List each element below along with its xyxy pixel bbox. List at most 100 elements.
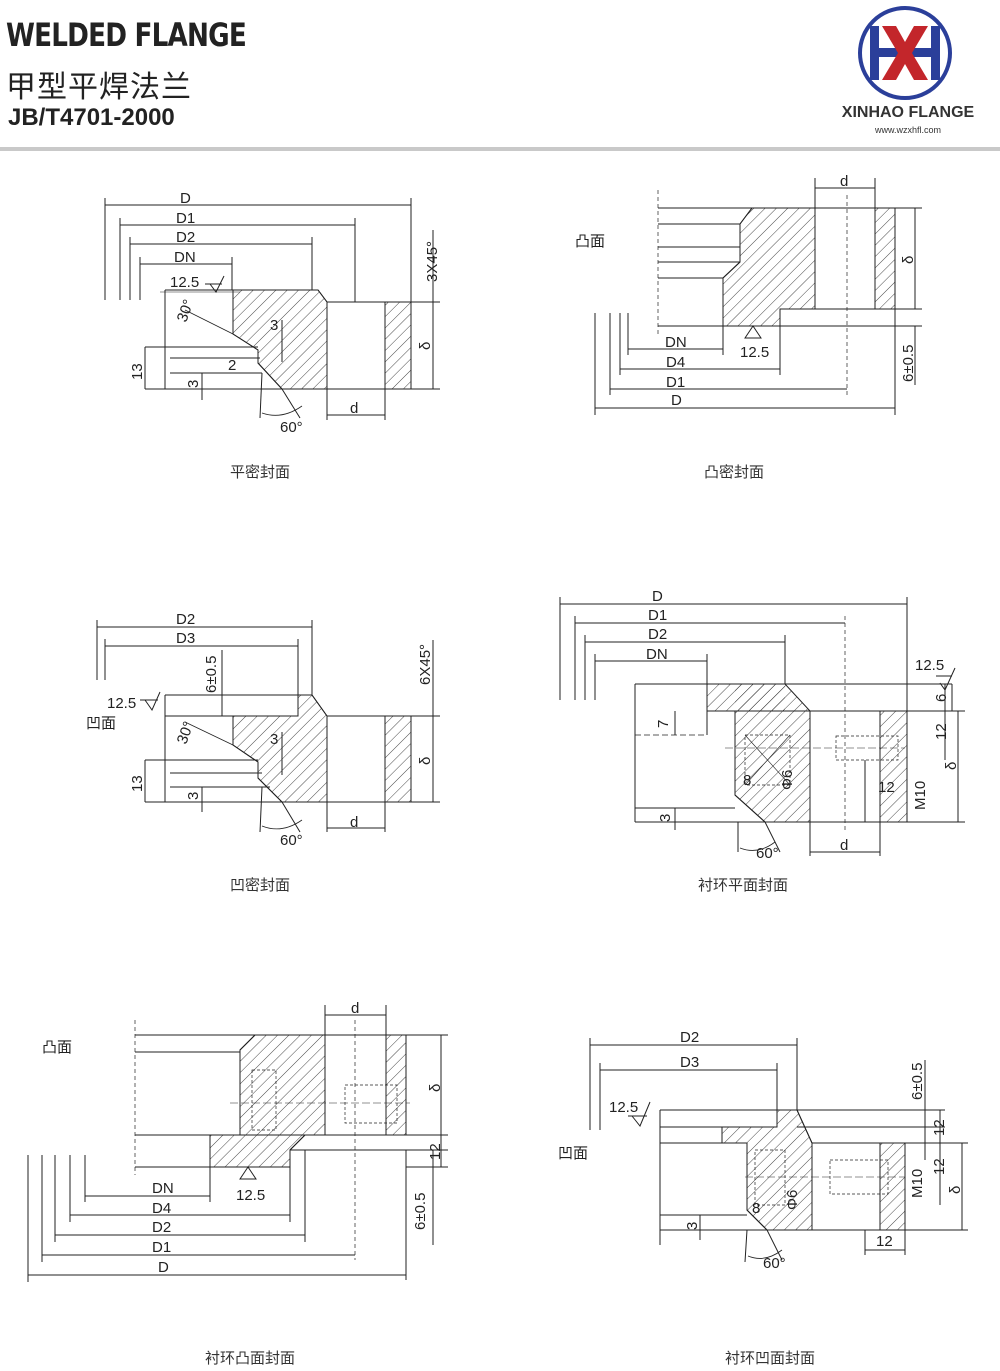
angle-30: 30° [174, 719, 198, 746]
angle-60: 60° [280, 419, 303, 436]
roughness-value: 12.5 [170, 274, 199, 291]
dim-6: 6±0.5 [203, 656, 220, 693]
dim-D2: D2 [176, 611, 195, 628]
dim-6: 6±0.5 [412, 1193, 429, 1230]
caption-flat-face: 平密封面 [229, 463, 290, 481]
dim-3: 3 [657, 814, 674, 822]
brand-name: XINHAO FLANGE [841, 104, 975, 121]
drawing-flat-face [104, 198, 440, 420]
angle-60: 60° [756, 845, 779, 862]
dim-D4: D4 [666, 354, 685, 371]
drawing-1-labels: D D1 D2 DN 12.5 d 60° 3 2 30° 13 3 3X45°… [129, 190, 441, 436]
dim-12c: 12 [931, 1158, 948, 1175]
chamfer-6x45: 6X45° [417, 644, 434, 685]
dim-d: d [350, 400, 358, 417]
drawing-lining-convex [27, 1005, 448, 1282]
dim-phi6: Φ6 [779, 770, 796, 790]
dim-6: 6 [933, 694, 950, 702]
roughness-value: 12.5 [915, 657, 944, 674]
dim-6: 6±0.5 [909, 1063, 926, 1100]
dim-DN: DN [152, 1180, 174, 1197]
dim-12: 12 [933, 723, 950, 740]
dim-3: 3 [270, 317, 278, 334]
dim-delta: δ [947, 1186, 964, 1194]
drawing-2-labels: 凸面 d DN 12.5 D4 D1 D δ 6±0.5 [575, 173, 917, 409]
dim-7: 7 [655, 720, 672, 728]
drawing-lining-concave [589, 1038, 968, 1263]
dim-12b: 12 [876, 1233, 893, 1250]
dim-delta: δ [417, 757, 434, 765]
brand-url: www.wzxhfl.com [874, 125, 941, 135]
caption-lining-flat: 衬环平面封面 [697, 876, 788, 894]
dim-D2: D2 [648, 626, 667, 643]
dim-12b: 12 [878, 779, 895, 796]
dim-D1: D1 [666, 374, 685, 391]
dim-D: D [180, 190, 191, 207]
dim-D1: D1 [176, 210, 195, 227]
caption-convex-face: 凸密封面 [703, 463, 764, 481]
dim-D: D [652, 588, 663, 605]
dim-12: 12 [931, 1119, 948, 1136]
dim-delta: δ [427, 1084, 444, 1092]
dim-D1: D1 [152, 1239, 171, 1256]
dim-D4: D4 [152, 1200, 171, 1217]
dim-DN: DN [646, 646, 668, 663]
dim-12: 12 [427, 1143, 444, 1160]
drawing-6-labels: D2 D3 12.5 凹面 8 12 60° 3 Φ6 6±0.5 12 12 … [558, 1029, 964, 1272]
dim-phi6: Φ6 [784, 1190, 801, 1210]
dim-delta: δ [417, 342, 434, 350]
dim-3: 3 [684, 1222, 701, 1230]
drawing-3-labels: D2 D3 12.5 凹面 3 d 60° 30° 6±0.5 13 3 6X4… [86, 611, 434, 849]
dim-8: 8 [752, 1200, 760, 1217]
label-convex: 凸面 [575, 233, 605, 250]
drawing-convex-face [594, 178, 922, 415]
dim-3: 3 [270, 731, 278, 748]
angle-30: 30° [174, 297, 198, 324]
dim-delta: δ [943, 762, 960, 770]
drawing-concave-face [96, 620, 440, 833]
dim-d: d [351, 1000, 359, 1017]
dim-DN: DN [665, 334, 687, 351]
dim-d: d [350, 814, 358, 831]
dim-2: 2 [228, 357, 236, 374]
roughness-value: 12.5 [609, 1099, 638, 1116]
title-chinese: 甲型平焊法兰 [6, 70, 192, 105]
dim-3b: 3 [185, 792, 202, 800]
angle-60: 60° [763, 1255, 786, 1272]
dim-D: D [158, 1259, 169, 1276]
dim-D2: D2 [680, 1029, 699, 1046]
chamfer-3x45: 3X45° [424, 241, 441, 282]
dim-D: D [671, 392, 682, 409]
caption-lining-concave: 衬环凹面封面 [724, 1349, 815, 1367]
dim-d: d [840, 173, 848, 190]
label-concave: 凹面 [86, 715, 116, 732]
header-rule [0, 147, 1000, 151]
standard-number: JB/T4701-2000 [8, 104, 175, 131]
thread-m10: M10 [912, 781, 929, 810]
dim-D2: D2 [176, 229, 195, 246]
xinhao-logo [858, 6, 952, 100]
drawing-5-labels: 凸面 d DN 12.5 D4 D2 D1 D δ 12 6±0.5 [42, 1000, 444, 1276]
drawing-4-labels: D D1 D2 DN 12.5 8 12 d 60° 7 3 Φ6 6 12 δ… [646, 588, 960, 862]
caption-lining-convex: 衬环凸面封面 [204, 1349, 295, 1367]
dim-13: 13 [129, 363, 146, 380]
dim-6: 6±0.5 [900, 345, 917, 382]
roughness-value: 12.5 [236, 1187, 265, 1204]
dim-d: d [840, 837, 848, 854]
dim-13: 13 [129, 775, 146, 792]
dim-delta: δ [900, 256, 917, 264]
roughness-value: 12.5 [740, 344, 769, 361]
roughness-value: 12.5 [107, 695, 136, 712]
dim-DN: DN [174, 249, 196, 266]
dim-D3: D3 [680, 1054, 699, 1071]
drawing-lining-flat [559, 597, 965, 856]
title-english: WELDED FLANGE [6, 16, 247, 54]
thread-m10: M10 [909, 1169, 926, 1198]
dim-D2: D2 [152, 1219, 171, 1236]
dim-D1: D1 [648, 607, 667, 624]
dim-D3: D3 [176, 630, 195, 647]
angle-60: 60° [280, 832, 303, 849]
dim-8: 8 [743, 772, 751, 789]
label-concave: 凹面 [558, 1145, 588, 1162]
